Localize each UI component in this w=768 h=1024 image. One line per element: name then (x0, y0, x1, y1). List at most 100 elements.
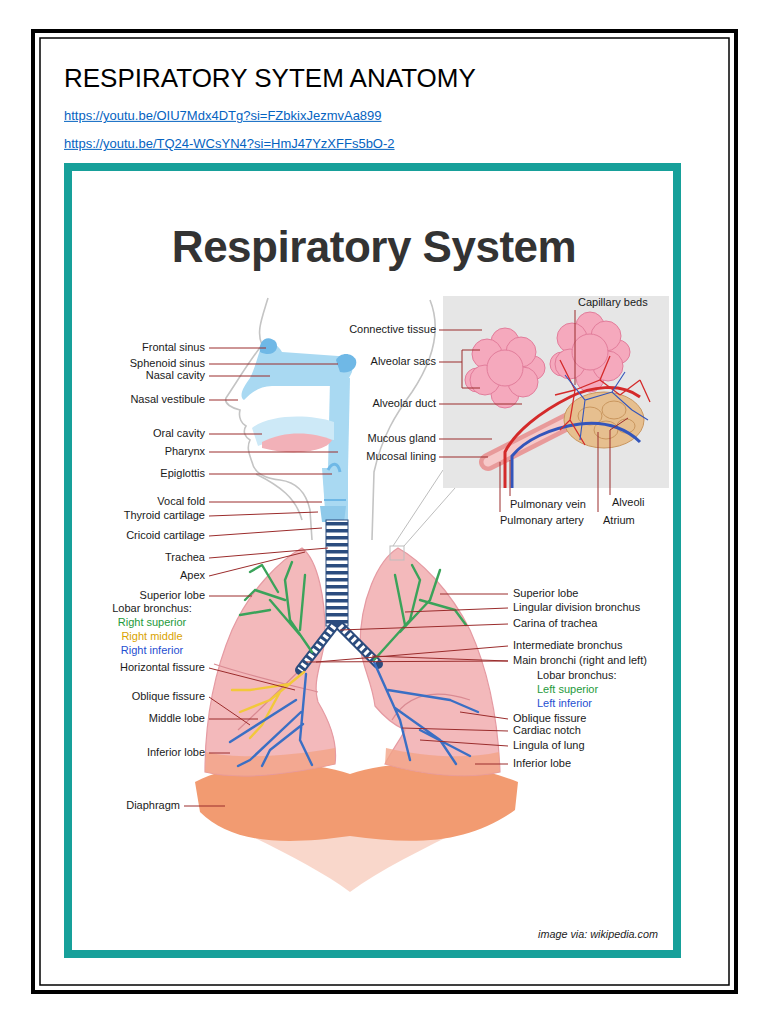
bronchial-tree (374, 662, 478, 764)
leader-line (209, 348, 266, 349)
page-title: RESPIRATORY SYTEM ANATOMY (64, 62, 476, 95)
leader-line (439, 439, 492, 440)
airway (242, 338, 357, 524)
trachea (326, 529, 348, 533)
part-label: Mucous gland (368, 432, 437, 446)
leader-line (440, 594, 508, 595)
leader-line (316, 646, 508, 662)
part-label: Cricoid cartilage (126, 529, 205, 543)
leader-line (439, 457, 488, 458)
part-label: Oblique fissure (132, 690, 205, 704)
trachea (326, 543, 348, 547)
part-label: Superior lobe (513, 587, 578, 601)
leader-line (209, 502, 322, 503)
alveoli-inset (555, 356, 650, 445)
trachea (326, 585, 348, 589)
leader-line (209, 452, 338, 453)
part-label: Lingular division bronchus (513, 601, 640, 615)
bronchial-tree (240, 562, 312, 652)
part-label: Atrium (603, 514, 635, 528)
trachea (326, 520, 348, 626)
part-label: Inferior lobe (147, 746, 205, 760)
leader-line (209, 697, 250, 725)
hyperlink: https://youtu.be/OIU7Mdx4DTg?si=FZbkixJe… (64, 108, 382, 124)
leader-line (209, 596, 252, 597)
part-label: Pulmonary artery (500, 514, 584, 528)
part-label: Vocal fold (157, 495, 205, 509)
part-label: Right inferior (121, 644, 183, 658)
trachea (326, 613, 348, 617)
leader-line (209, 400, 238, 401)
figure-frame (68, 167, 677, 954)
leader-line (610, 418, 628, 495)
airway (336, 354, 356, 372)
leader-line (209, 719, 258, 720)
leader-line (209, 364, 338, 365)
trachea (300, 626, 378, 670)
part-label: Capillary beds (578, 296, 648, 310)
trachea (300, 520, 378, 670)
leader-line (460, 712, 508, 719)
figure-frame (68, 167, 677, 954)
part-label: Alveoli (612, 496, 644, 510)
alveoli-inset (512, 423, 640, 488)
leader-line (209, 668, 295, 690)
leader-line (420, 740, 508, 746)
callout-square (390, 546, 404, 560)
part-label: Oral cavity (153, 427, 205, 441)
part-label: Oblique fissure (513, 712, 586, 726)
head-outline (372, 300, 435, 540)
part-label: Epiglottis (160, 467, 205, 481)
part-label: Intermediate bronchus (513, 639, 622, 653)
part-label: Frontal sinus (142, 341, 205, 355)
bronchial-tree (232, 672, 304, 738)
airway (260, 338, 277, 354)
part-label: Mucosal lining (366, 450, 436, 464)
leader-line (209, 434, 262, 435)
leader-line (500, 462, 501, 512)
part-label: Thyroid cartilage (124, 509, 205, 523)
part-label: Cardiac notch (513, 724, 581, 738)
alveoli-inset (564, 392, 644, 448)
part-label: Lobar bronchus: (537, 669, 617, 683)
part-label: Main bronchi (right and left) (513, 654, 647, 668)
leader-line (209, 474, 332, 475)
trachea (326, 564, 348, 568)
leader-line (184, 310, 628, 806)
part-label: Inferior lobe (513, 757, 571, 771)
alveoli-inset (572, 334, 608, 370)
page-border (40, 38, 729, 985)
trachea (326, 557, 348, 561)
leader-line (306, 661, 508, 662)
part-label: Middle lobe (149, 712, 205, 726)
trachea (326, 578, 348, 582)
image-credit: image via: wikipedia.com (538, 928, 658, 941)
leader-line (439, 330, 482, 331)
part-label: Right superior (118, 616, 186, 630)
part-label: Pharynx (165, 445, 205, 459)
part-label: Nasal cavity (146, 369, 205, 383)
part-label: Alveolar duct (372, 397, 436, 411)
lungs (385, 748, 500, 776)
trachea (326, 550, 348, 554)
leader-line (209, 512, 318, 516)
trachea (326, 522, 348, 624)
leader-line (209, 753, 230, 754)
part-label: Pulmonary vein (510, 498, 586, 512)
trachea (326, 571, 348, 575)
trachea (326, 536, 348, 540)
head-outline (226, 298, 435, 540)
part-label: Apex (180, 569, 205, 583)
leader-line (372, 656, 508, 661)
alveoli-inset (565, 372, 648, 440)
airway (324, 499, 346, 501)
leader-line (510, 460, 511, 496)
bronchial-tree (230, 562, 478, 766)
alveoli-inset (602, 401, 626, 419)
part-label: Lobar bronchus: (112, 602, 192, 616)
alveoli-inset (487, 350, 523, 386)
part-label: Connective tissue (349, 323, 436, 337)
trachea (326, 522, 348, 526)
diaphragm (195, 764, 518, 892)
